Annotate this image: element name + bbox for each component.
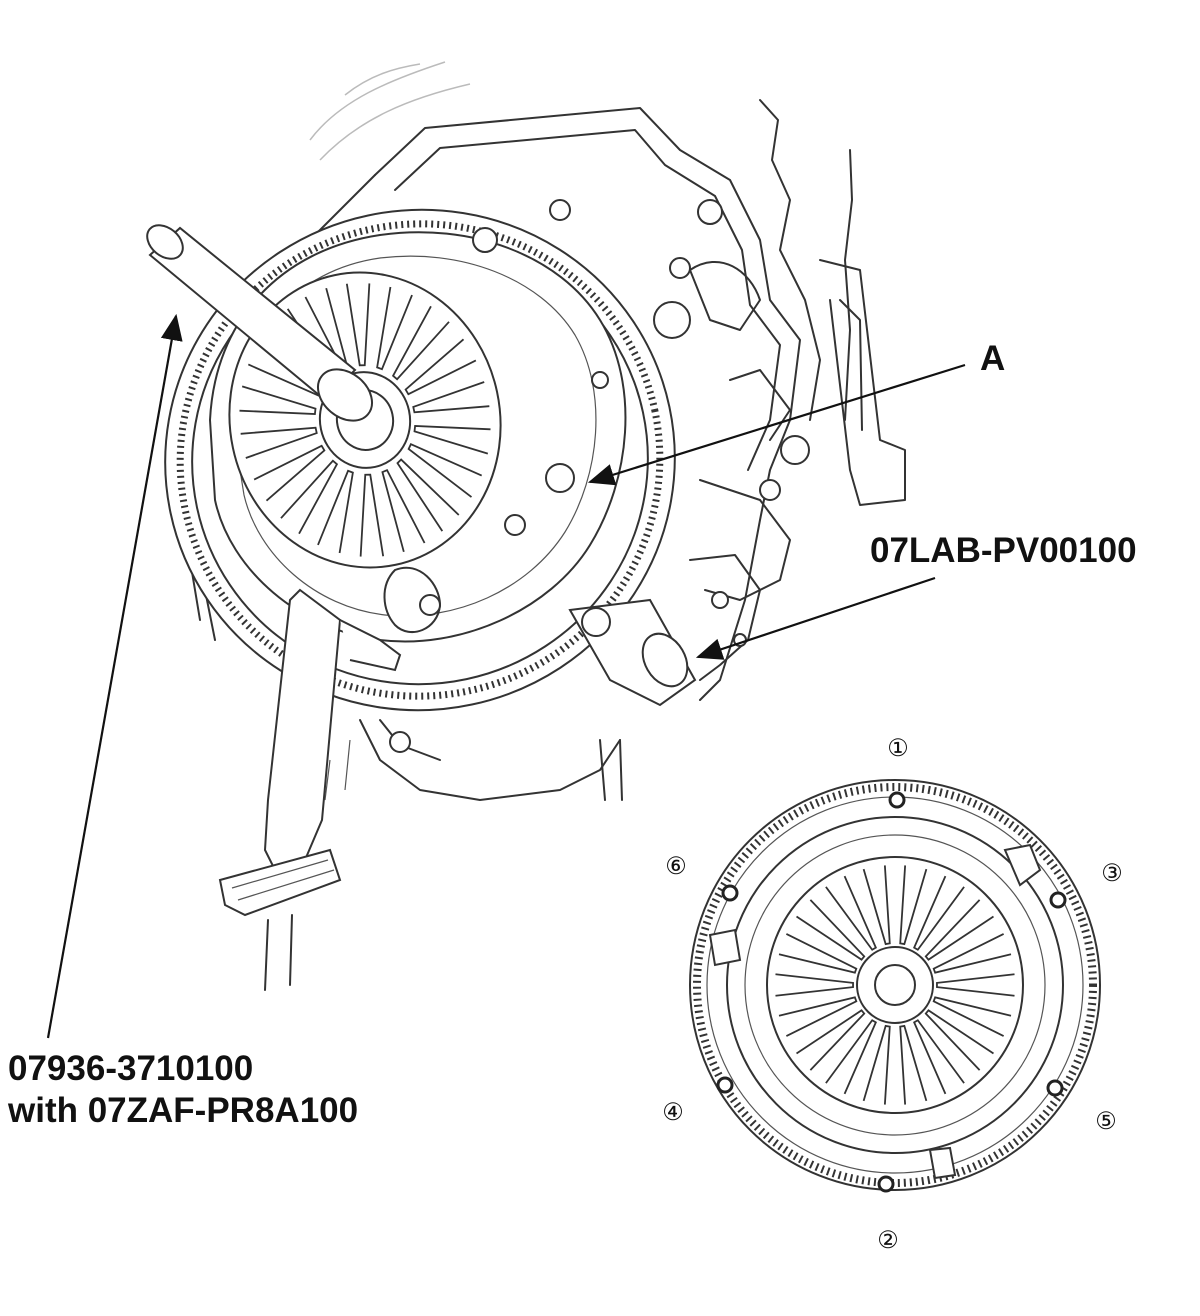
leader-arrow-a bbox=[587, 363, 966, 486]
diaphragm-finger bbox=[412, 381, 490, 414]
sequence-number-3: ③ bbox=[1101, 859, 1123, 887]
sequence-number-1: ① bbox=[887, 734, 909, 762]
diaphragm-finger bbox=[359, 473, 385, 557]
sequence-number-4: ④ bbox=[662, 1098, 684, 1126]
callout-alignment-tool-line1: 07936-3710100 bbox=[8, 1049, 253, 1088]
alignment-tool-drawing bbox=[146, 224, 373, 422]
diaphragm-finger bbox=[778, 933, 858, 974]
sequence-number-6: ⑥ bbox=[665, 852, 687, 880]
diaphragm-finger bbox=[796, 899, 866, 961]
diaphragm-finger bbox=[913, 1019, 965, 1095]
diaphragm-finger bbox=[913, 875, 965, 951]
callout-a-label: A bbox=[980, 339, 1005, 378]
callout-alignment-tool-line2: with 07ZAF-PR8A100 bbox=[7, 1091, 358, 1130]
diaphragm-finger bbox=[413, 424, 491, 455]
diaphragm-finger bbox=[396, 458, 460, 532]
diaphragm-finger bbox=[317, 469, 354, 554]
diaphragm-finger bbox=[899, 865, 928, 946]
diaphragm-finger bbox=[381, 468, 426, 553]
sequence-number-5: ⑤ bbox=[1095, 1107, 1117, 1135]
diaphragm-finger bbox=[862, 865, 891, 946]
diaphragm-finger bbox=[407, 443, 483, 498]
diaphragm-finger bbox=[932, 933, 1012, 974]
bolt-sequence-inset bbox=[689, 779, 1101, 1193]
callout-holder-tool-label: 07LAB-PV00100 bbox=[870, 531, 1137, 570]
diaphragm-finger bbox=[280, 459, 339, 535]
diaphragm-finger bbox=[376, 286, 413, 371]
bolt-5-icon bbox=[1046, 1079, 1064, 1097]
leader-arrow-holder bbox=[695, 576, 936, 660]
flywheel-holder-drawing bbox=[218, 588, 697, 991]
diaphragm-finger bbox=[825, 875, 877, 951]
diaphragm-finger bbox=[862, 1024, 891, 1105]
diaphragm-finger bbox=[825, 1019, 877, 1095]
bolt-6-icon bbox=[721, 884, 739, 902]
bolt-4-icon bbox=[716, 1076, 734, 1094]
diaphragm-finger bbox=[775, 973, 854, 997]
bolt-1-icon bbox=[888, 791, 906, 809]
diaphragm-finger bbox=[240, 426, 318, 459]
diaphragm-finger bbox=[778, 996, 858, 1037]
diaphragm-finger bbox=[239, 385, 317, 416]
diaphragm-finger bbox=[924, 899, 994, 961]
diaphragm-finger bbox=[253, 444, 326, 502]
leader-arrow-alignment-tool bbox=[46, 313, 183, 1039]
diaphragm-finger bbox=[899, 1024, 928, 1105]
diaphragm-finger bbox=[932, 996, 1012, 1037]
diaphragm-finger bbox=[404, 338, 477, 396]
bolt-2-icon bbox=[877, 1175, 895, 1193]
diaphragm-finger bbox=[936, 973, 1015, 997]
diaphragm-finger bbox=[345, 283, 371, 367]
diaphragm-finger bbox=[391, 305, 450, 381]
sequence-number-2: ② bbox=[877, 1226, 899, 1254]
diaphragm-finger bbox=[924, 1009, 994, 1071]
bolt-3-icon bbox=[1049, 891, 1067, 909]
diaphragm-finger bbox=[796, 1009, 866, 1071]
